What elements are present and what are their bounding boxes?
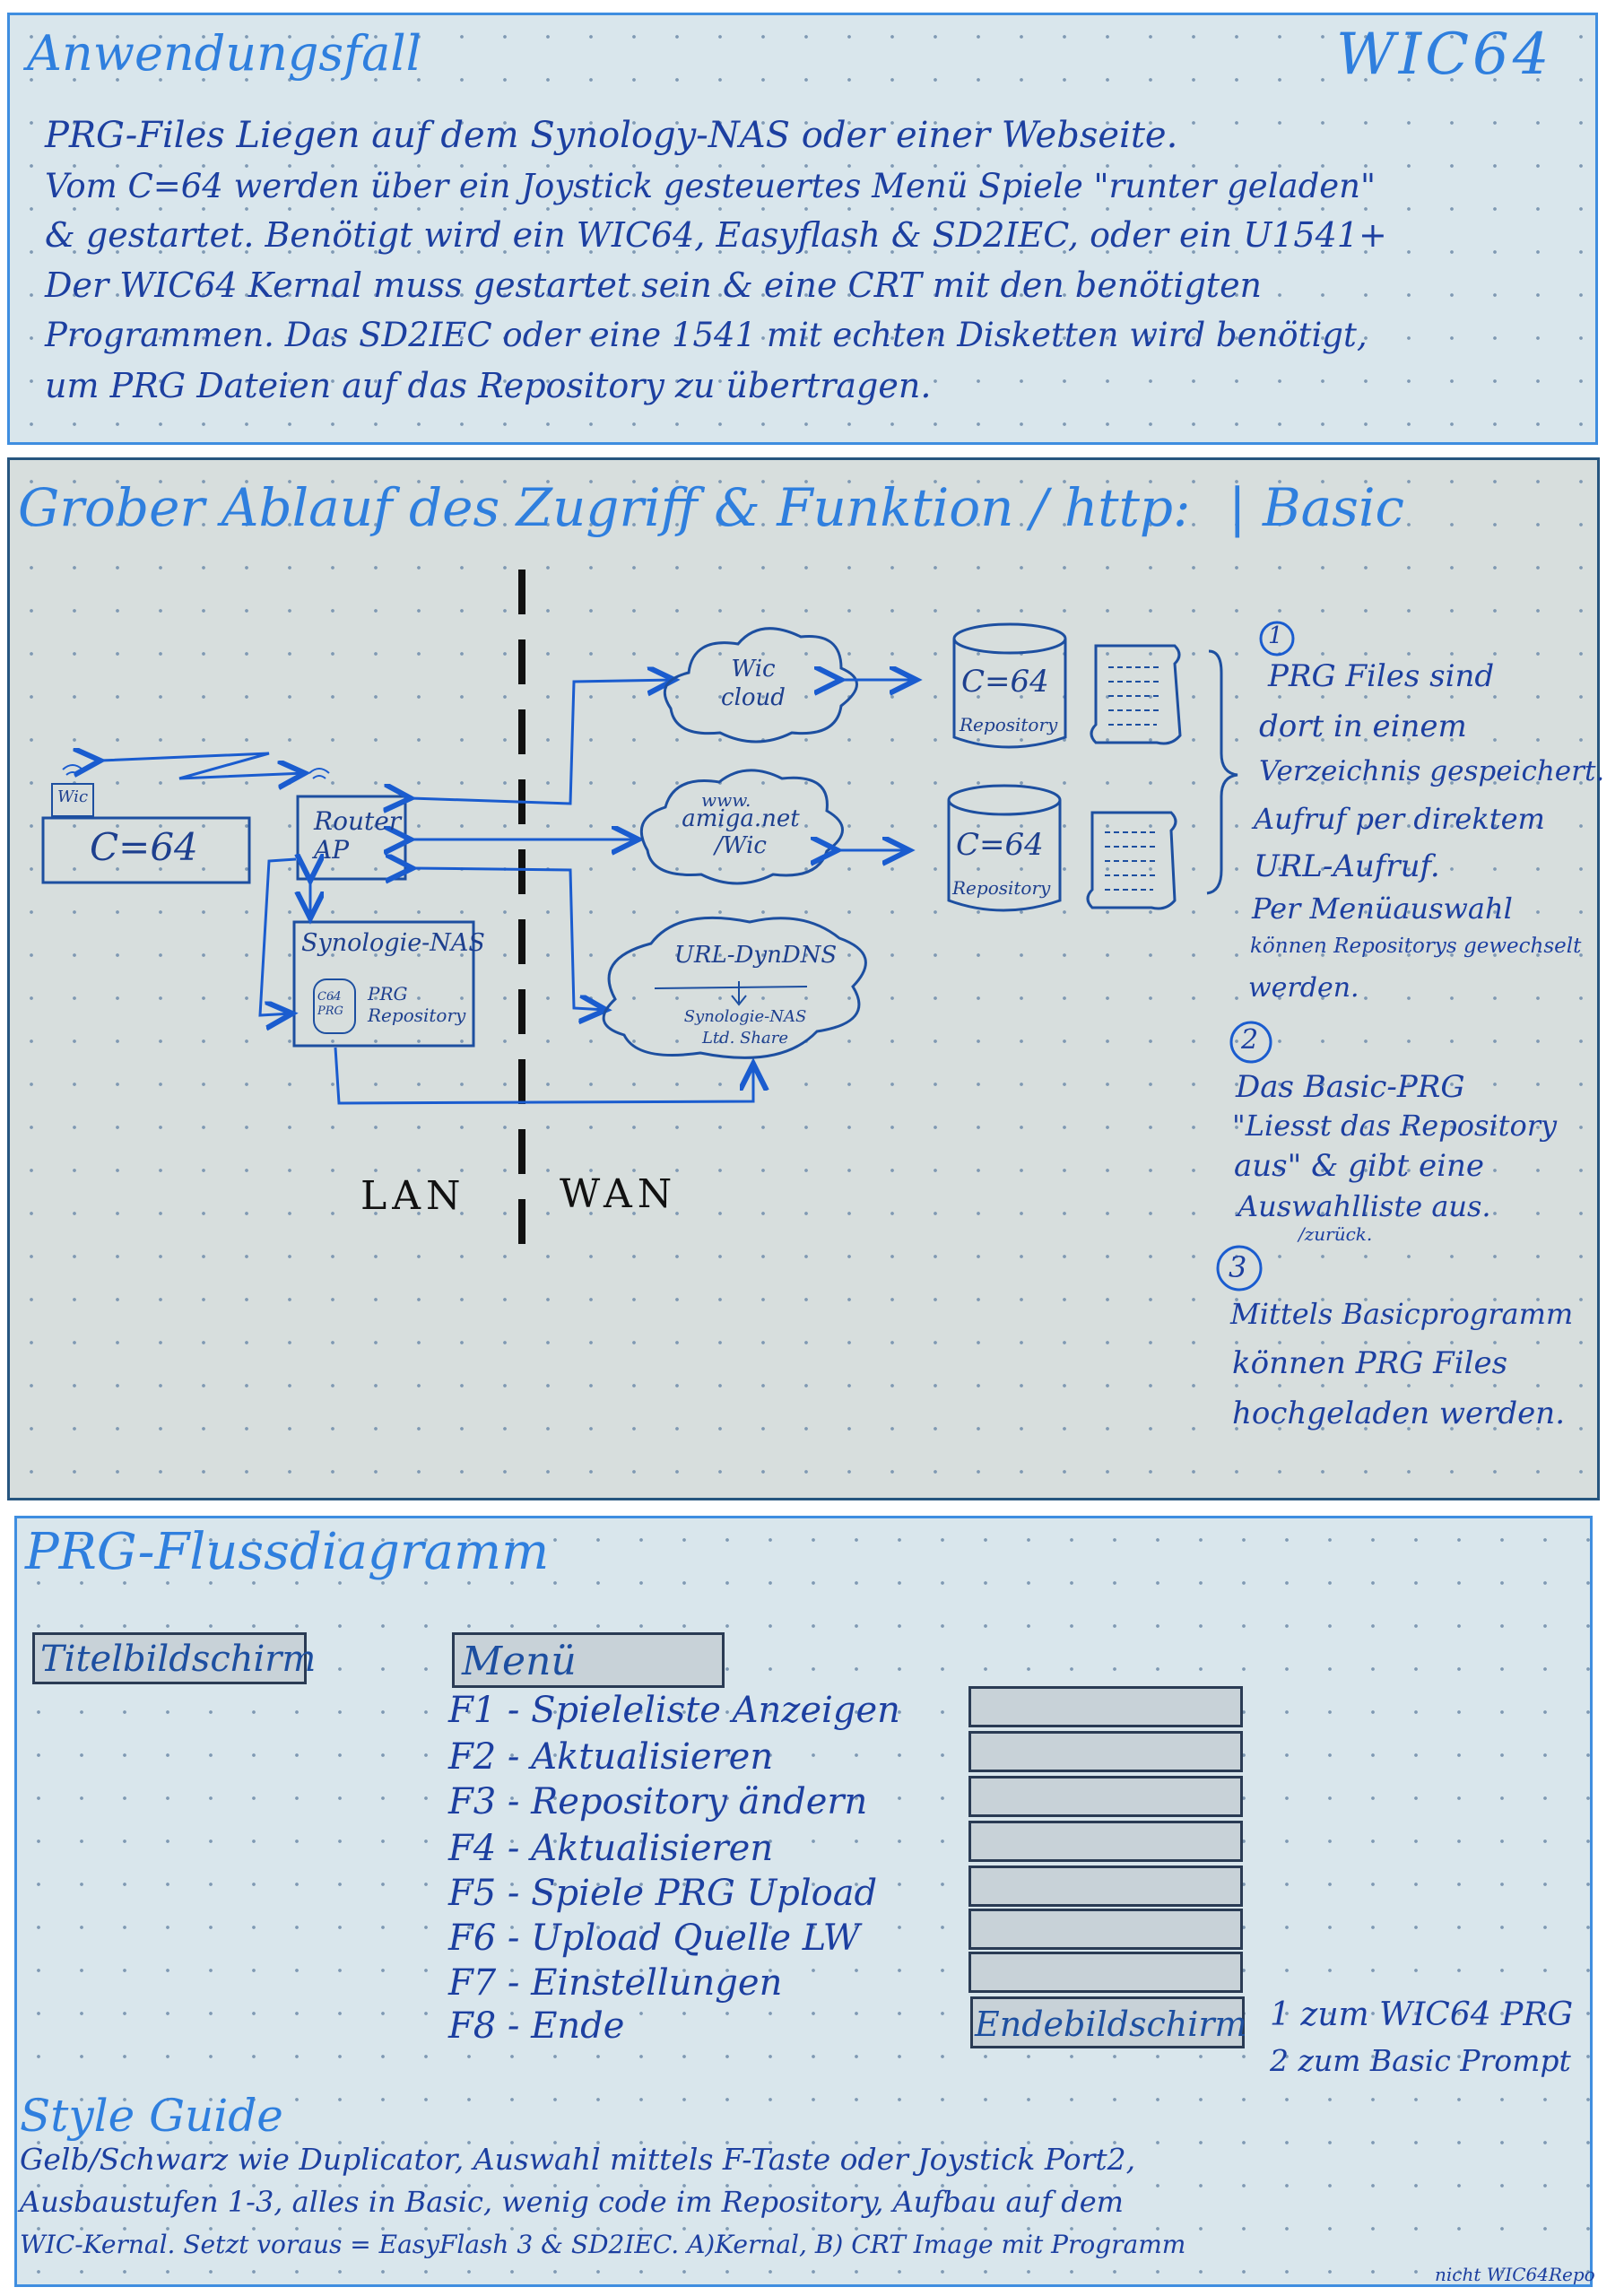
note3-number: 3 <box>1229 1250 1247 1284</box>
style-guide-line: Ausbaustufen 1-3, alles in Basic, wenig … <box>20 2185 1125 2219</box>
title-screen-label: Titelbildschirm <box>40 1639 317 1680</box>
menu-box: Menü <box>452 1632 725 1688</box>
screen-slot <box>968 1821 1243 1862</box>
end-screen-box: Endebildschirm <box>970 1996 1247 2048</box>
use-case-line: Der WIC64 Kernal muss gestartet sein & e… <box>45 265 1263 305</box>
screen-slot <box>968 1776 1243 1817</box>
note1-line: URL-Aufruf. <box>1254 848 1440 884</box>
note1-number: 1 <box>1268 622 1283 649</box>
repo2-label: Repository <box>952 877 1051 899</box>
cloud-wic-label: Wic cloud <box>721 656 786 711</box>
nas-label: Synologie-NAS <box>301 929 485 957</box>
project-title: WIC64 <box>1336 22 1553 88</box>
use-case-line: um PRG Dateien auf das Repository zu übe… <box>45 366 932 405</box>
nas-repo-icon-label: C64 PRG <box>317 990 343 1018</box>
note2-line: aus" & gibt eine <box>1234 1148 1485 1184</box>
use-case-panel <box>7 13 1598 445</box>
end-option: 2 zum Basic Prompt <box>1270 2043 1571 2078</box>
flow-title: Grober Ablauf des Zugriff & Funktion / h… <box>18 477 1191 538</box>
wan-label: WAN <box>560 1171 678 1217</box>
repo1-label: Repository <box>960 714 1058 735</box>
use-case-line: Programmen. Das SD2IEC oder eine 1541 mi… <box>45 316 1368 354</box>
use-case-title: Anwendungsfall <box>27 25 421 82</box>
note2-line: Das Basic-PRG <box>1236 1069 1465 1105</box>
style-guide-title: Style Guide <box>20 2090 283 2142</box>
note2-line: /zurück. <box>1298 1223 1373 1245</box>
cloud-amiga-top: www. <box>701 789 751 811</box>
menu-item: F8 - Ende <box>448 2005 625 2047</box>
menu-item: F6 - Upload Quelle LW <box>448 1918 860 1959</box>
flow-title-basic: | Basic <box>1229 477 1404 538</box>
style-guide-line: WIC-Kernal. Setzt voraus = EasyFlash 3 &… <box>20 2230 1186 2259</box>
note1-line: Aufruf per direktem <box>1254 802 1545 836</box>
menu-item: F4 - Aktualisieren <box>448 1828 774 1869</box>
cloud-dyndns-sub: Synologie-NAS Ltd. Share <box>683 1007 807 1048</box>
menu-item: F3 - Repository ändern <box>448 1781 868 1822</box>
screen-slot <box>968 1686 1243 1727</box>
use-case-line: PRG-Files Liegen auf dem Synology-NAS od… <box>45 115 1178 156</box>
screen-slot <box>968 1952 1243 1993</box>
note1-line: PRG Files sind <box>1268 658 1495 694</box>
wic-label: Wic <box>57 787 89 806</box>
style-guide-line: Gelb/Schwarz wie Duplicator, Auswahl mit… <box>20 2142 1136 2177</box>
note1-line: Verzeichnis gespeichert. <box>1259 755 1605 787</box>
note2-line: "Liesst das Repository <box>1232 1109 1558 1143</box>
router-label: Router AP <box>314 806 402 865</box>
use-case-line: Vom C=64 werden über ein Joystick gesteu… <box>45 167 1376 205</box>
note1-line: können Repositorys gewechselt <box>1250 935 1582 958</box>
note1-line: Per Menüauswahl <box>1252 891 1513 926</box>
style-guide-footnote: nicht WIC64Repo <box>1435 2264 1595 2285</box>
screen-slot <box>968 1866 1243 1907</box>
note3-line: hochgeladen werden. <box>1232 1396 1565 1431</box>
nas-repo-label: PRG Repository <box>368 983 466 1026</box>
use-case-line: & gestartet. Benötigt wird ein WIC64, Ea… <box>45 215 1387 255</box>
note3-line: Mittels Basicprogramm <box>1230 1297 1574 1331</box>
menu-item: F5 - Spiele PRG Upload <box>448 1873 878 1914</box>
repo1-title: C=64 <box>961 664 1049 700</box>
lan-label: LAN <box>360 1173 466 1219</box>
end-screen-label: Endebildschirm <box>975 2005 1247 2044</box>
menu-item: F1 - Spieleliste Anzeigen <box>448 1690 900 1731</box>
screen-slot <box>968 1909 1243 1950</box>
note3-line: können PRG Files <box>1232 1345 1508 1381</box>
screen-slot <box>968 1731 1243 1772</box>
c64-label: C=64 <box>90 825 198 869</box>
menu-label: Menü <box>462 1639 577 1684</box>
note1-line: dort in einem <box>1259 709 1467 744</box>
note1-line: werden. <box>1248 972 1359 1004</box>
menu-item: F7 - Einstellungen <box>448 1962 783 2004</box>
menu-item: F2 - Aktualisieren <box>448 1736 774 1778</box>
end-option: 1 zum WIC64 PRG <box>1270 1996 1574 2033</box>
title-screen-box: Titelbildschirm <box>32 1632 316 1684</box>
note2-number: 2 <box>1241 1024 1259 1056</box>
prg-flow-title: PRG-Flussdiagramm <box>25 1523 550 1581</box>
repo2-title: C=64 <box>956 827 1044 863</box>
cloud-dyndns-label: URL-DynDNS <box>674 942 838 969</box>
cloud-amiga-label: amiga.net /Wic <box>682 805 800 859</box>
note2-line: Auswahlliste aus. <box>1238 1189 1491 1223</box>
flow-panel <box>7 457 1600 1500</box>
